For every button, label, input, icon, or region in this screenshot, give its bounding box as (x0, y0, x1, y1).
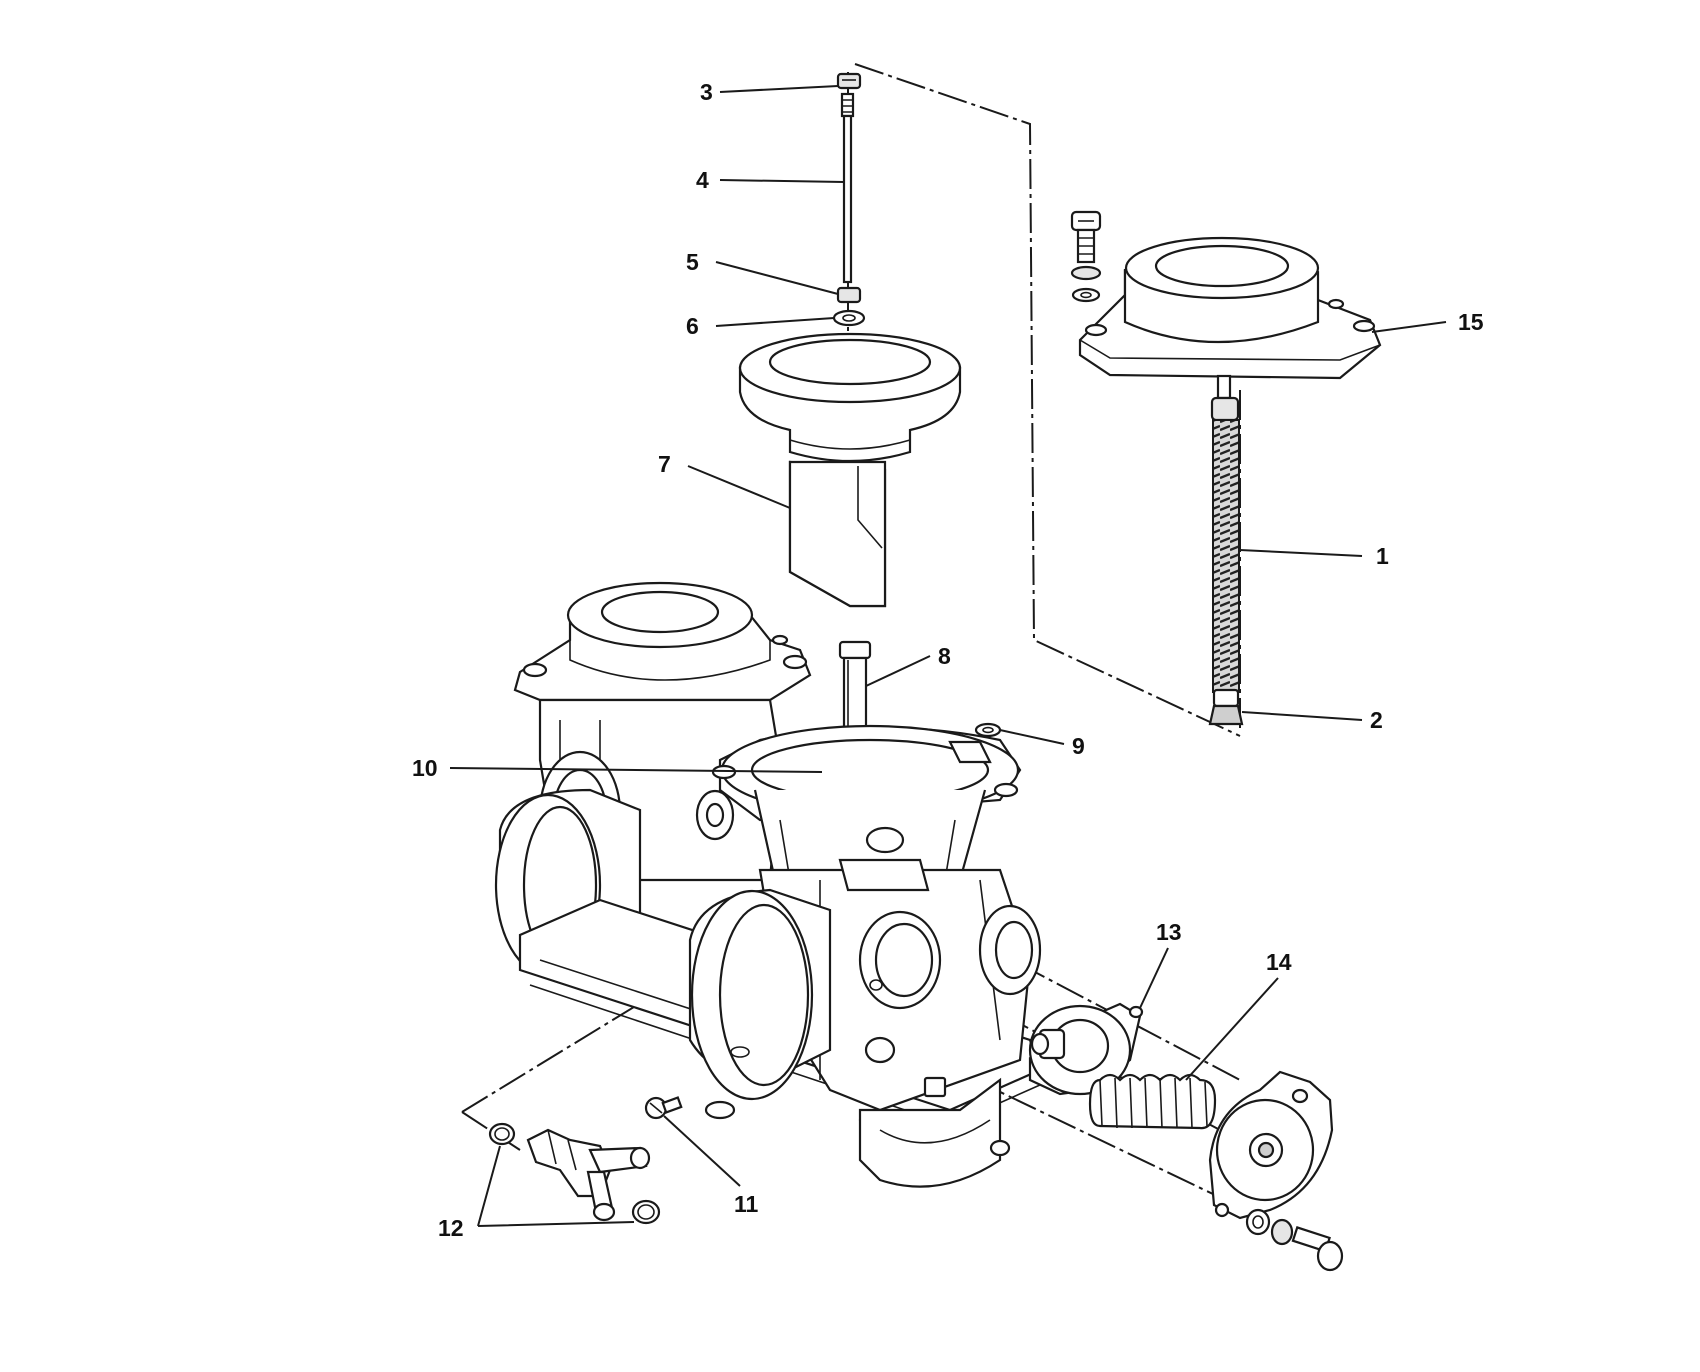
diaphragm-piston-part-7 (738, 332, 962, 608)
assembly-line-bottom-mid (461, 1111, 521, 1151)
fitting-part-12 (488, 1122, 661, 1225)
callout-4: 4 (696, 167, 709, 193)
spring-seat-part-2 (1208, 688, 1244, 726)
spring-part-1 (1210, 396, 1240, 693)
jet-needle-part-4 (840, 92, 855, 284)
diaphragm-part-13 (1028, 1002, 1144, 1096)
leader-lines (449, 85, 1447, 1227)
callout-5: 5 (686, 249, 699, 275)
leader-5 (715, 261, 839, 295)
leader-15 (1371, 321, 1447, 333)
callout-12: 12 (438, 1215, 464, 1241)
leader-7 (687, 465, 791, 509)
top-cover-part-15 (1070, 210, 1382, 400)
callout-15: 15 (1458, 309, 1484, 335)
end-cover-part (1208, 1070, 1344, 1272)
washer-part-6 (832, 309, 866, 327)
callout-7: 7 (658, 451, 671, 477)
carburetor-body (494, 581, 1042, 1188)
leader-4 (719, 179, 845, 183)
callout-6: 6 (686, 313, 699, 339)
callout-8: 8 (938, 643, 951, 669)
leader-10 (449, 767, 823, 773)
leader-3 (719, 85, 839, 93)
spring-part-14 (1088, 1073, 1217, 1130)
callout-14: 14 (1266, 949, 1292, 975)
callout-numbers: 3 4 5 6 7 8 9 10 11 12 13 14 15 1 2 (412, 79, 1484, 1241)
assembly-line-top (854, 63, 1241, 737)
callout-9: 9 (1072, 733, 1085, 759)
leader-9 (999, 729, 1065, 745)
washer-part-5 (836, 286, 862, 304)
leader-1 (1239, 549, 1363, 557)
idle-screw-part-11 (644, 1096, 683, 1120)
leader-11 (663, 1115, 741, 1187)
callout-2: 2 (1370, 707, 1383, 733)
leader-12 (477, 1145, 635, 1227)
o-ring-part-9 (974, 722, 1002, 738)
leader-13 (1139, 947, 1169, 1009)
nut-part-3 (836, 72, 862, 90)
callout-13: 13 (1156, 919, 1182, 945)
leader-2 (1241, 711, 1363, 721)
callout-11: 11 (734, 1191, 759, 1217)
leader-14 (1185, 977, 1279, 1081)
callout-10: 10 (412, 755, 438, 781)
leader-8 (865, 655, 931, 687)
callout-1: 1 (1376, 543, 1389, 569)
callout-3: 3 (700, 79, 713, 105)
leader-6 (715, 317, 835, 327)
